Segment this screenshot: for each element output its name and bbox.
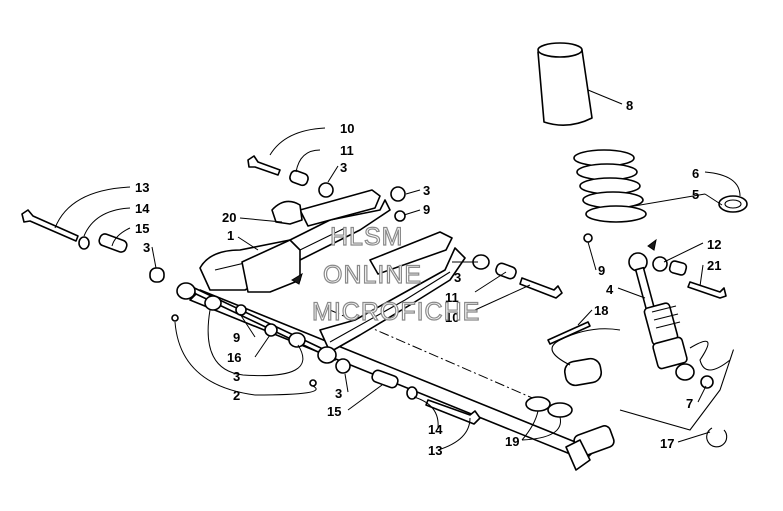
callout-14-lower: 14 (428, 422, 443, 437)
arm-frame-right (319, 247, 466, 353)
callout-18: 18 (594, 303, 608, 318)
nut-front (235, 304, 247, 316)
sleeve-15-lower (371, 369, 399, 389)
leader-lines (54, 89, 741, 451)
callout-9-shock: 9 (598, 263, 605, 278)
watermark-line-3: MICROFICHE (312, 298, 480, 326)
nut-9-upper (394, 210, 406, 222)
callout-6: 6 (692, 166, 699, 181)
bolt-13-left (21, 209, 79, 242)
callout-15-lower: 15 (327, 404, 341, 419)
washer-14-lower (406, 386, 418, 400)
callout-3-left: 3 (143, 240, 150, 255)
remote-reservoir (563, 357, 603, 387)
callout-10-right: 10 (445, 310, 459, 325)
callout-19: 19 (505, 434, 519, 449)
cable-tie (547, 321, 591, 345)
watermark-line-2: ONLINE (323, 261, 422, 289)
callout-14-left: 14 (135, 201, 150, 216)
shock-nut-9 (583, 233, 593, 243)
watermark-line-1: HLSM (330, 223, 403, 251)
shock-body (652, 336, 688, 370)
callout-15-left: 15 (135, 221, 149, 236)
clamp-19-a (525, 396, 551, 412)
callout-3-upper-right: 3 (423, 183, 430, 198)
callout-17: 17 (660, 436, 674, 451)
callout-3-upper: 3 (340, 160, 347, 175)
adjuster-knob (565, 439, 591, 471)
callout-13-left: 13 (135, 180, 149, 195)
shock-bushing-7 (700, 375, 714, 389)
callout-2: 2 (233, 388, 240, 403)
callout-labels: 10 11 3 3 9 20 1 13 14 15 3 3 11 10 9 16… (135, 98, 721, 458)
arrow-marker-left (291, 272, 303, 285)
callout-12: 12 (707, 237, 721, 252)
sleeve-11-upper (289, 169, 309, 187)
bushing-left-front (176, 282, 196, 300)
shock-assembly (525, 42, 748, 471)
shock-threads (651, 305, 681, 329)
coil-spring (573, 149, 647, 223)
callout-13-lower: 13 (428, 443, 442, 458)
callout-9-upper: 9 (423, 202, 430, 217)
shock-bottom-eye (675, 363, 695, 381)
nut-center (264, 323, 278, 337)
callout-20: 20 (222, 210, 236, 225)
shock-bolt-21 (687, 281, 727, 299)
upper-cross-member (299, 189, 381, 227)
callout-10-upper: 10 (340, 121, 354, 136)
bushing-right-front (317, 346, 337, 364)
grease-fitting-left (171, 314, 179, 322)
arrow-marker-right (647, 238, 657, 251)
callout-5: 5 (692, 187, 699, 202)
washer-14-left (78, 236, 90, 250)
watermark: HLSM ONLINE MICROFICHE (311, 222, 480, 326)
callout-3-lower: 3 (335, 386, 342, 401)
callout-21: 21 (707, 258, 721, 273)
stopper-block (271, 200, 303, 225)
spacer-3-upper-right (390, 186, 406, 202)
spring-retainer (718, 195, 748, 213)
snap-ring (706, 427, 728, 448)
spacer-3-left (149, 267, 165, 283)
bolt-10-upper (247, 155, 281, 176)
bump-boot-top (537, 42, 583, 58)
callout-8: 8 (626, 98, 633, 113)
shock-spacer-12 (652, 256, 668, 272)
bushing-front-2 (204, 295, 222, 311)
clamp-19-b (547, 402, 573, 418)
callout-1: 1 (227, 228, 234, 243)
shock-rod (634, 266, 656, 312)
shock-hose (619, 340, 734, 431)
spacer-3-lower (335, 358, 351, 374)
callout-9-front: 9 (233, 330, 240, 345)
shock-sleeve (668, 260, 688, 276)
spacer-3-upper (318, 182, 334, 198)
callout-3-front: 3 (233, 369, 240, 384)
grease-fitting-lower (309, 379, 317, 387)
callout-4: 4 (606, 282, 614, 297)
callout-16: 16 (227, 350, 241, 365)
callout-7: 7 (686, 396, 693, 411)
arm-frame-right-detail (329, 271, 451, 343)
bolt-13-lower (425, 399, 481, 425)
callout-3-right: 3 (454, 270, 461, 285)
rear-cross-member (369, 231, 453, 275)
bolt-10-right (519, 277, 563, 299)
callout-11-right: 11 (445, 290, 459, 305)
rear-arm-assembly (21, 155, 596, 461)
bushing-center (288, 332, 306, 348)
callout-11-upper: 11 (340, 143, 354, 158)
